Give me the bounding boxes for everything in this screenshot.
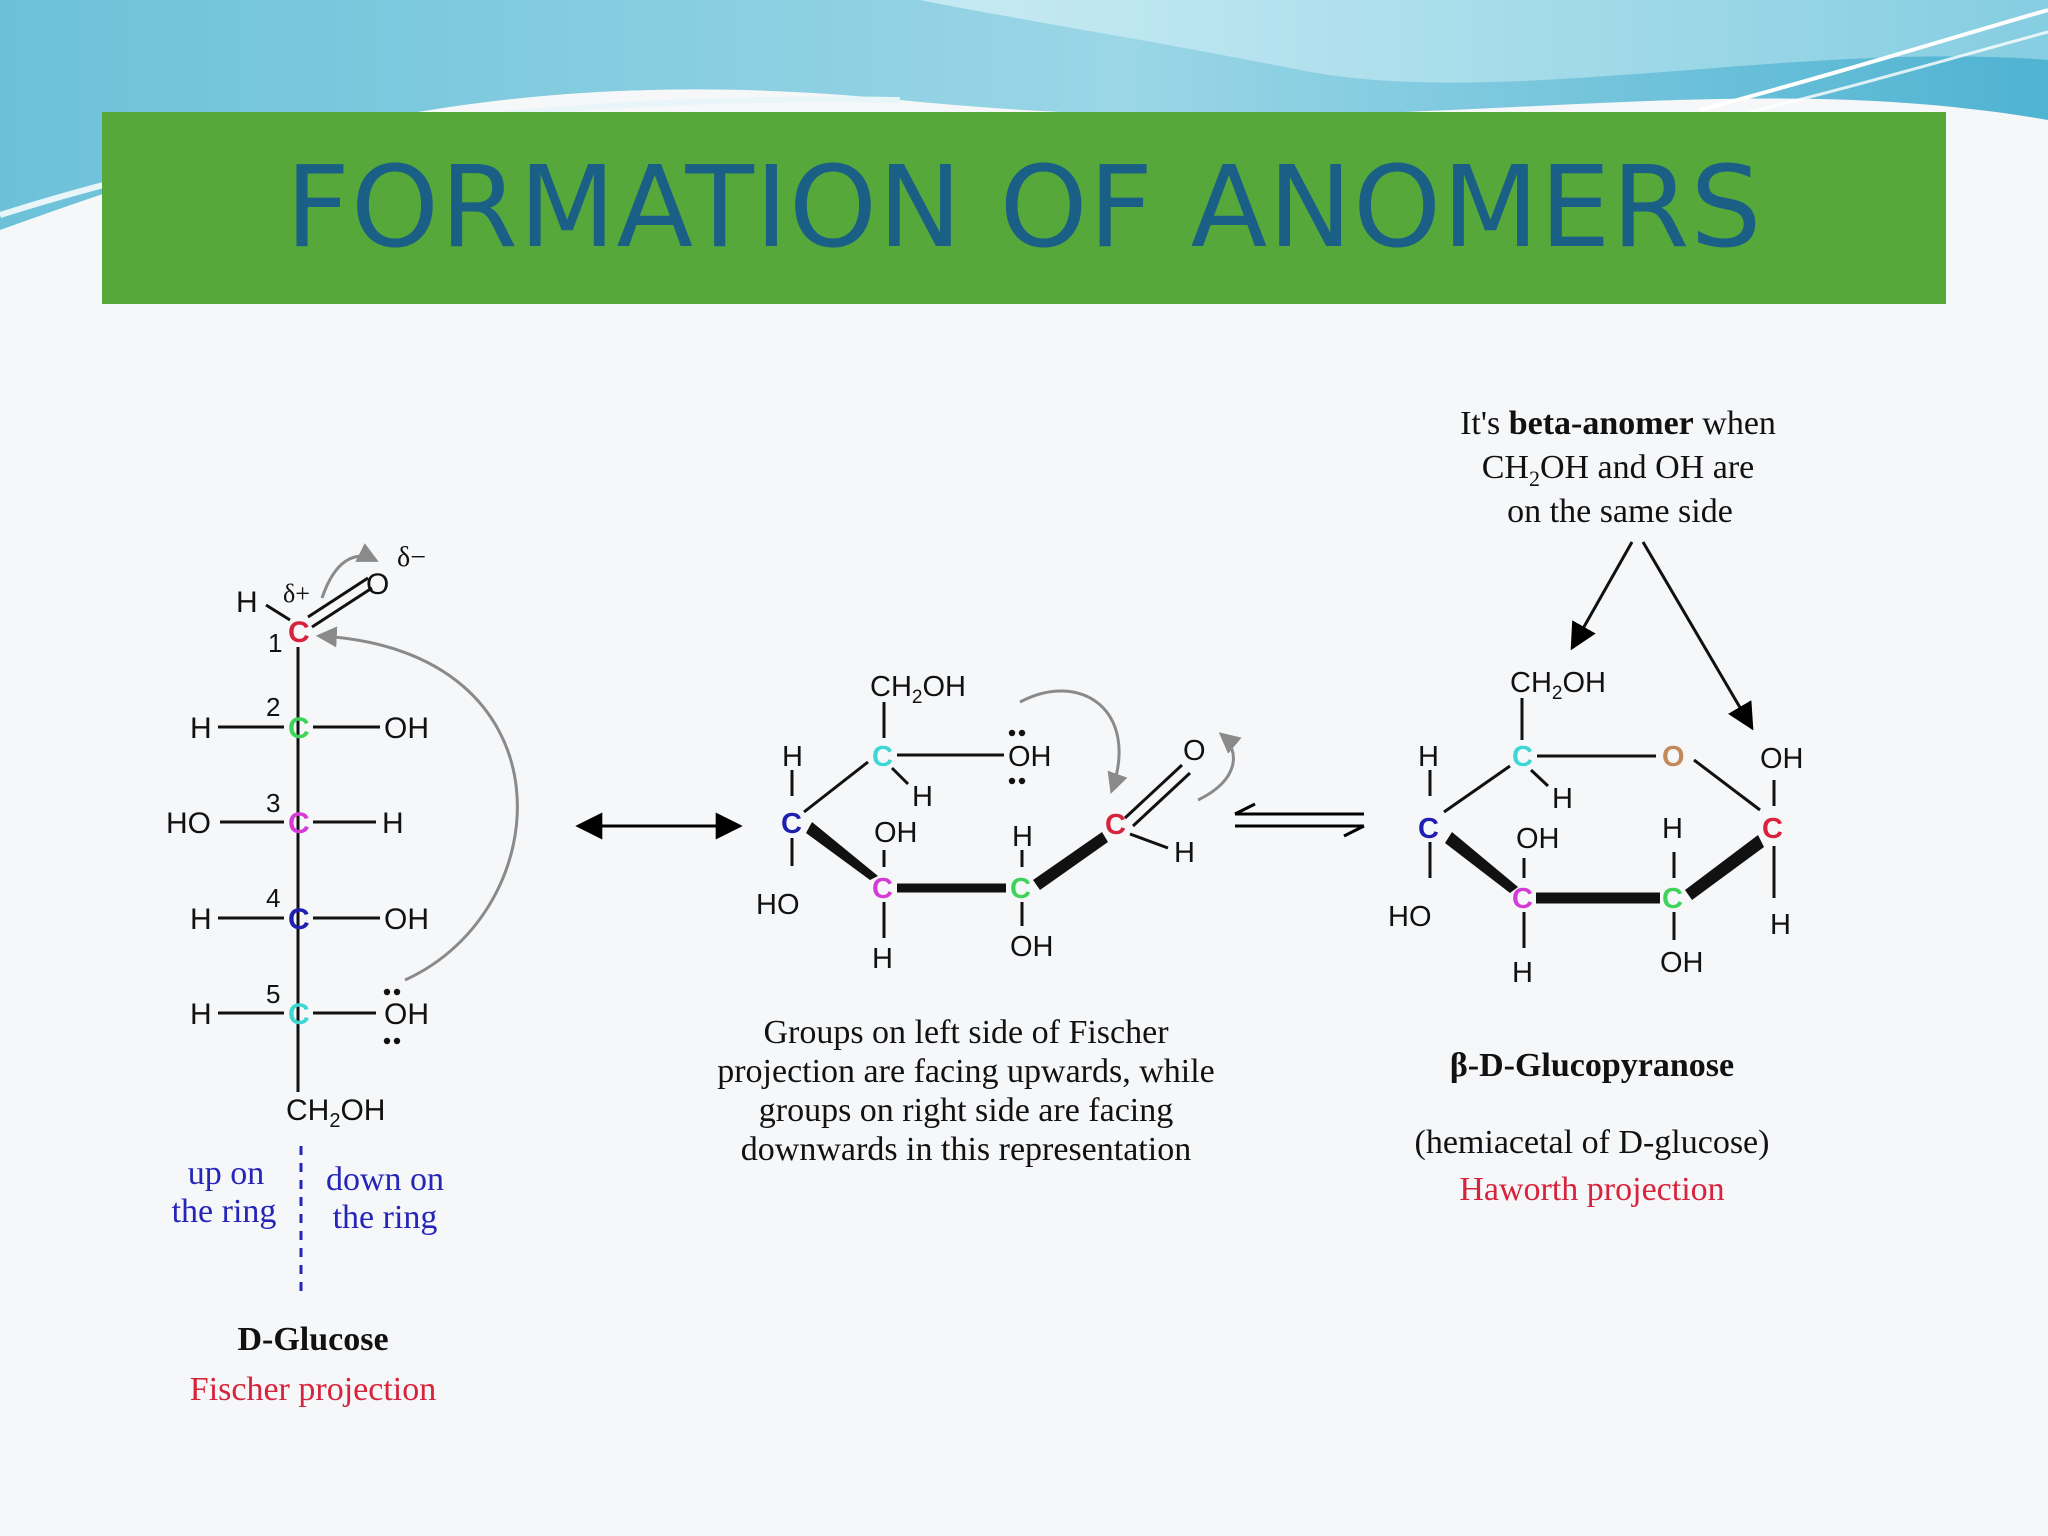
middle-caption-4: downwards in this representation [741, 1131, 1191, 1168]
haworth-c4: C [1418, 813, 1439, 845]
middle-ring-oh: OH [1008, 741, 1052, 773]
fischer-row5-left: H [190, 998, 212, 1031]
haworth-h-c4: H [1418, 741, 1439, 773]
fischer-num-5: 5 [266, 979, 280, 1009]
middle-caption-1: Groups on left side of Fischer [763, 1014, 1169, 1051]
middle-h-aldehyde: H [1174, 837, 1195, 869]
fischer-num-1: 1 [268, 628, 282, 658]
middle-caption-3: groups on right side are facing [759, 1092, 1174, 1129]
fischer-up-on-ring-1: up on [188, 1155, 265, 1192]
haworth-ho-c4: HO [1388, 901, 1432, 933]
fischer-up-on-ring-2: the ring [172, 1193, 277, 1230]
fischer-name: D-Glucose [237, 1321, 388, 1358]
fischer-num-3: 3 [266, 788, 280, 818]
haworth-c1: C [1762, 813, 1783, 845]
haworth-oh-c1: OH [1760, 743, 1804, 775]
fischer-row5-right: OH [384, 998, 429, 1031]
fischer-row3-left: HO [166, 807, 211, 840]
haworth-h-c5: H [1552, 783, 1573, 815]
fischer-row2-right: OH [384, 712, 429, 745]
haworth-h-c3: H [1512, 957, 1533, 989]
haworth-c5: C [1512, 741, 1533, 773]
fischer-num-4: 4 [266, 883, 280, 913]
haworth-ch2oh: CH2OH [1510, 667, 1606, 704]
haworth-ring-o: O [1662, 741, 1685, 773]
fischer-row3-right: H [382, 807, 404, 840]
open-chain-ring: C C C C C CH2OH OH H H HO OH H H OH O H … [717, 671, 1242, 1168]
middle-ho-c4: HO [756, 889, 800, 921]
title-banner: FORMATION OF ANOMERS [102, 112, 1946, 304]
haworth-note-line1: It's beta-anomer when [1460, 405, 1776, 442]
haworth-h-c2: H [1662, 813, 1683, 845]
haworth-c2: C [1662, 883, 1683, 915]
middle-c4: C [781, 808, 802, 840]
fischer-o-top: O [366, 568, 389, 601]
haworth-projection: It's beta-anomer when CH2OH and OH are o… [1388, 405, 1804, 1208]
fischer-c3: C [288, 807, 310, 840]
haworth-name: β-D-Glucopyranose [1450, 1047, 1734, 1084]
equilibrium-arrows [575, 802, 1365, 840]
haworth-oh-c2: OH [1660, 947, 1704, 979]
fischer-c2: C [288, 712, 310, 745]
fischer-row2-left: H [190, 712, 212, 745]
haworth-projection-label: Haworth projection [1459, 1171, 1724, 1208]
haworth-hemiacetal: (hemiacetal of D-glucose) [1415, 1124, 1770, 1161]
fischer-row4-right: OH [384, 903, 429, 936]
slide-title: FORMATION OF ANOMERS [285, 143, 1763, 273]
fischer-c4: C [288, 903, 310, 936]
middle-c2: C [1010, 873, 1031, 905]
haworth-oh-c3: OH [1516, 823, 1560, 855]
fischer-delta-plus: δ+ [283, 579, 310, 608]
middle-ch2oh: CH2OH [870, 671, 966, 708]
fischer-ch2oh: CH2OH [286, 1094, 385, 1132]
middle-caption-2: projection are facing upwards, while [717, 1053, 1215, 1090]
fischer-num-2: 2 [266, 692, 280, 722]
fischer-row4-left: H [190, 903, 212, 936]
middle-oh-c3: OH [874, 817, 918, 849]
haworth-c3: C [1512, 883, 1533, 915]
fischer-down-on-ring-1: down on [326, 1161, 444, 1198]
haworth-note-line3: on the same side [1507, 493, 1733, 530]
middle-oh-c2: OH [1010, 931, 1054, 963]
middle-h-c2: H [1012, 821, 1033, 853]
middle-o-aldehyde: O [1183, 735, 1206, 767]
middle-h-c4: H [782, 741, 803, 773]
fischer-delta-minus: δ− [397, 542, 426, 573]
middle-h-c5: H [912, 781, 933, 813]
middle-c1: C [1105, 809, 1126, 841]
fischer-projection-label: Fischer projection [190, 1371, 436, 1408]
haworth-h-c1: H [1770, 909, 1791, 941]
middle-c3: C [872, 873, 893, 905]
fischer-c5: C [288, 998, 310, 1031]
haworth-note-line2: CH2OH and OH are [1482, 449, 1755, 491]
fischer-projection: H O δ+ δ− C C C C C 1 2 3 4 5 H OH HO H … [166, 542, 519, 1408]
fischer-c1: C [288, 616, 310, 649]
middle-c5: C [872, 741, 893, 773]
fischer-h-top: H [236, 586, 258, 619]
middle-h-c3: H [872, 943, 893, 975]
fischer-down-on-ring-2: the ring [333, 1199, 438, 1236]
